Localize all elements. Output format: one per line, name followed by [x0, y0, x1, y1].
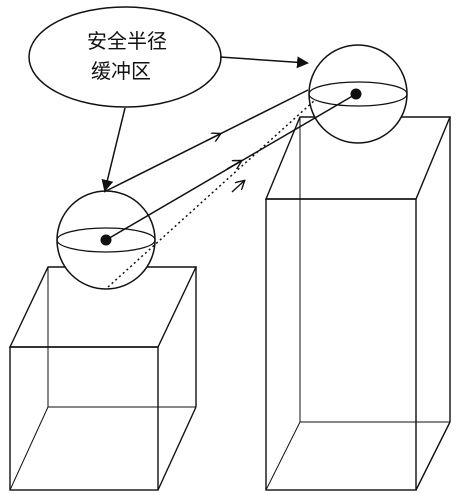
tall-building-box: [264, 116, 452, 491]
direction-chevron-bottom: [231, 181, 244, 193]
short-building-box: [8, 266, 198, 491]
tall-box-bottom-right-edge: [415, 421, 451, 491]
callout-arrow-to-right-sphere: [219, 56, 309, 69]
tall-box-hidden-bottom-left-edge: [265, 421, 301, 491]
callout-group: 安全半径 缓冲区: [28, 6, 309, 192]
short-box-bottom-right-edge: [157, 406, 197, 491]
direction-chevron-middle: [226, 161, 241, 170]
connection-lines: [103, 89, 357, 288]
right-buffer-sphere: [308, 44, 408, 144]
direction-chevron-top: [205, 134, 220, 141]
callout-ellipse: [28, 6, 222, 108]
short-box-front-face: [9, 346, 159, 491]
short-box-hidden-bottom-left-edge: [9, 406, 49, 491]
callout-label-line-2: 缓冲区: [91, 59, 151, 83]
tall-box-front-face: [265, 198, 417, 491]
tangent-line-bottom-dotted: [107, 99, 316, 288]
callout-arrow-to-left-sphere: [101, 107, 126, 192]
left-sphere-equator: [56, 227, 156, 253]
callout-label-line-1: 安全半径: [87, 29, 167, 53]
right-sphere-equator: [308, 81, 408, 107]
